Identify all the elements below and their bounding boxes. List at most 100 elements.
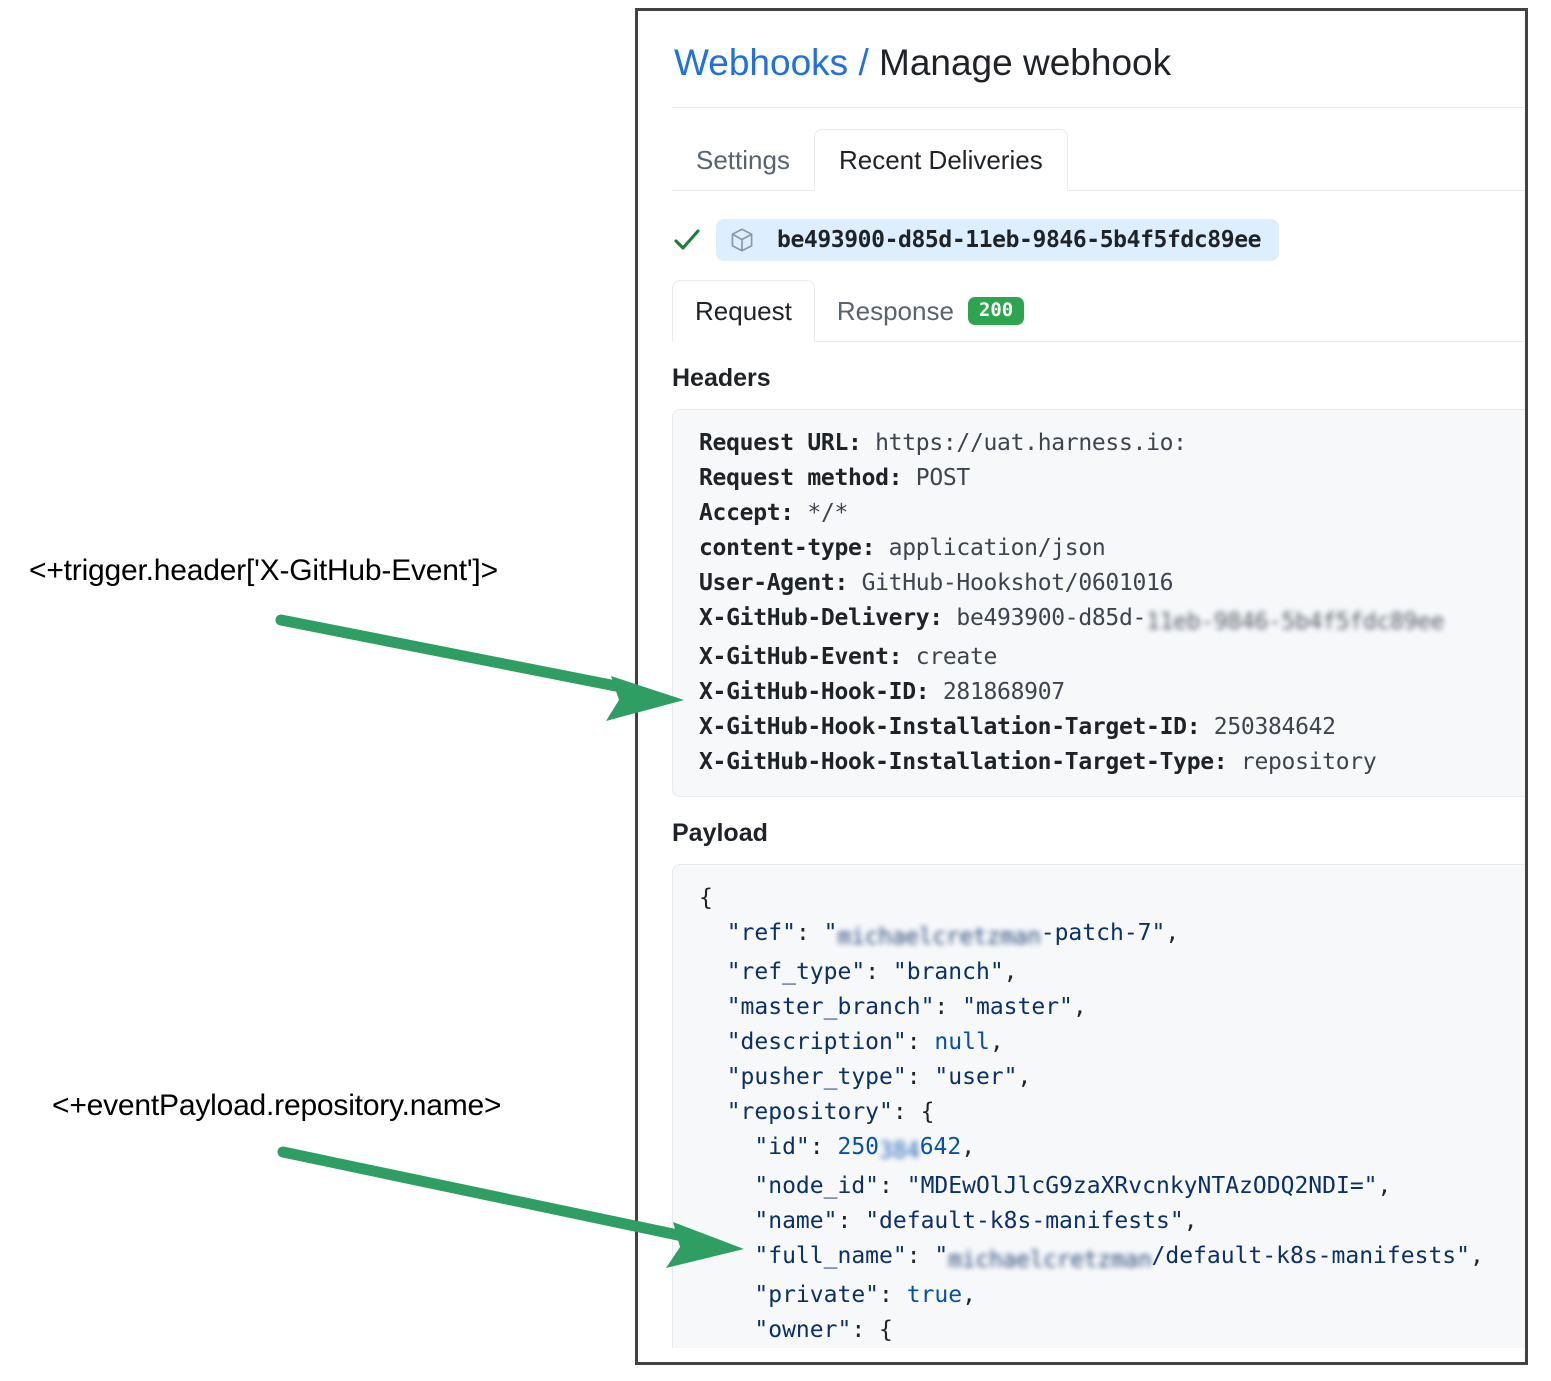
payload-line: "id": 250384642, <box>699 1130 1525 1169</box>
check-icon <box>672 225 702 255</box>
payload-token: , <box>1072 994 1087 1021</box>
header-row: Accept: */* <box>699 496 1525 531</box>
header-value: GitHub-Hookshot/0601016 <box>848 570 1174 597</box>
payload-token: 642 <box>919 1134 962 1161</box>
payload-indent <box>699 1243 754 1269</box>
header-value: 281868907 <box>929 679 1065 706</box>
payload-line: "owner": { <box>699 1313 1525 1348</box>
payload-token: : <box>934 994 963 1021</box>
payload-indent <box>699 994 727 1020</box>
title-divider <box>672 107 1525 109</box>
payload-token: , <box>1017 1064 1032 1091</box>
payload-token: "MDEwOlJlcG9zaXRvcnkyNTAzODQ2NDI=" <box>906 1173 1378 1200</box>
payload-token: "pusher_type" <box>726 1064 907 1091</box>
header-value: repository <box>1227 749 1377 776</box>
breadcrumb-link-webhooks[interactable]: Webhooks <box>674 42 849 83</box>
payload-token: , <box>1003 959 1018 986</box>
header-value: POST <box>902 465 971 492</box>
tab-response[interactable]: Response 200 <box>815 280 1046 342</box>
payload-line: "node_id": "MDEwOlJlcG9zaXRvcnkyNTAzODQ2… <box>699 1169 1525 1204</box>
header-key: Request method: <box>699 465 903 492</box>
payload-line: "ref": "michaelcretzman-patch-7", <box>699 916 1525 955</box>
breadcrumb-current: Manage webhook <box>879 42 1172 83</box>
payload-token: : <box>879 1282 907 1309</box>
card-inner: Webhooks / Manage webhook Settings Recen… <box>638 11 1525 1349</box>
payload-indent <box>699 1134 754 1160</box>
payload-token: : <box>906 1029 935 1056</box>
payload-indent <box>699 920 727 946</box>
tab-recent-deliveries[interactable]: Recent Deliveries <box>813 129 1068 192</box>
payload-token: : <box>906 1243 935 1270</box>
payload-token: , <box>1183 1208 1198 1235</box>
payload-indent <box>699 1173 754 1199</box>
tab-request[interactable]: Request <box>672 280 815 343</box>
payload-line: "private": true, <box>699 1278 1525 1313</box>
header-row: X-GitHub-Hook-Installation-Target-ID: 25… <box>699 710 1525 745</box>
payload-line: "full_name": "michaelcretzman/default-k8… <box>699 1239 1525 1278</box>
header-key: Accept: <box>699 500 794 527</box>
payload-token: "private" <box>754 1282 880 1309</box>
payload-token: true <box>906 1282 963 1309</box>
headers-section-label: Headers <box>672 364 771 393</box>
arrow-to-x-github-event <box>275 614 684 721</box>
header-value: be493900-d85d- <box>942 605 1147 632</box>
delivery-row[interactable]: be493900-d85d-11eb-9846-5b4f5fdc89ee <box>672 218 1525 262</box>
header-value: https://uat.harness.io: <box>861 430 1187 457</box>
payload-line: "repository": { <box>699 1095 1525 1130</box>
header-row: X-GitHub-Hook-Installation-Target-Type: … <box>699 745 1525 780</box>
payload-token: " <box>823 920 838 947</box>
payload-token: { <box>699 885 713 912</box>
delivery-guid: be493900-d85d-11eb-9846-5b4f5fdc89ee <box>777 227 1262 254</box>
redacted-value: michaelcretzman <box>837 924 1042 951</box>
payload-line: "ref_type": "branch", <box>699 955 1525 990</box>
payload-indent <box>699 1317 754 1343</box>
tab-response-label: Response <box>836 295 954 326</box>
payload-line: "master_branch": "master", <box>699 990 1525 1025</box>
tab-settings[interactable]: Settings <box>696 144 790 175</box>
payload-token: "id" <box>754 1134 810 1161</box>
payload-token: 250 <box>837 1134 880 1161</box>
payload-indent <box>699 1029 727 1055</box>
payload-indent <box>699 1099 727 1125</box>
payload-token: "default-k8s-manifests" <box>865 1208 1184 1235</box>
header-key: content-type: <box>699 535 876 562</box>
payload-token: "branch" <box>892 959 1004 986</box>
headers-code-panel: Request URL: https://uat.harness.io:Requ… <box>672 409 1525 798</box>
payload-line: "name": "default-k8s-manifests", <box>699 1204 1525 1239</box>
payload-line: { <box>699 881 1525 916</box>
payload-token: null <box>934 1029 990 1056</box>
status-badge: 200 <box>967 297 1025 326</box>
header-key: X-GitHub-Event: <box>699 644 903 671</box>
header-row: X-GitHub-Hook-ID: 281868907 <box>699 675 1525 710</box>
annotation-label-event-payload: <+eventPayload.repository.name> <box>52 1089 502 1122</box>
tab-request-label: Request <box>695 295 792 326</box>
payload-token: "description" <box>726 1029 907 1056</box>
payload-token: "repository" <box>726 1099 893 1126</box>
redacted-value: 11eb-9846-5b4f5fdc89ee <box>1146 609 1445 636</box>
payload-line: "description": null, <box>699 1025 1525 1060</box>
header-value: 250384642 <box>1200 714 1336 741</box>
outer-tab-bar: Settings Recent Deliveries <box>672 129 1525 192</box>
page-title: Webhooks / Manage webhook <box>638 11 1525 85</box>
delivery-id-pill[interactable]: be493900-d85d-11eb-9846-5b4f5fdc89ee <box>716 219 1280 262</box>
payload-token: : <box>879 1173 907 1200</box>
redacted-value: 384 <box>879 1138 920 1165</box>
header-value: create <box>902 644 998 671</box>
payload-section-label: Payload <box>672 819 768 848</box>
payload-token: "master_branch" <box>726 994 935 1021</box>
redacted-value: michaelcretzman <box>948 1247 1152 1274</box>
header-row: User-Agent: GitHub-Hookshot/0601016 <box>699 566 1525 601</box>
header-row: Request method: POST <box>699 461 1525 496</box>
payload-token: "user" <box>934 1064 1018 1091</box>
payload-token: : <box>795 920 824 947</box>
header-value: application/json <box>875 535 1106 562</box>
payload-token: : <box>851 1317 880 1344</box>
annotation-label-trigger-header: <+trigger.header['X-GitHub-Event']> <box>29 554 498 587</box>
header-row: X-GitHub-Delivery: be493900-d85d-11eb-98… <box>699 601 1525 640</box>
payload-token: , <box>1377 1173 1392 1200</box>
payload-token: " <box>934 1243 949 1270</box>
payload-token: , <box>962 1282 976 1309</box>
payload-token: { <box>920 1099 935 1126</box>
header-row: Request URL: https://uat.harness.io: <box>699 426 1525 461</box>
payload-token: "owner" <box>754 1317 852 1344</box>
